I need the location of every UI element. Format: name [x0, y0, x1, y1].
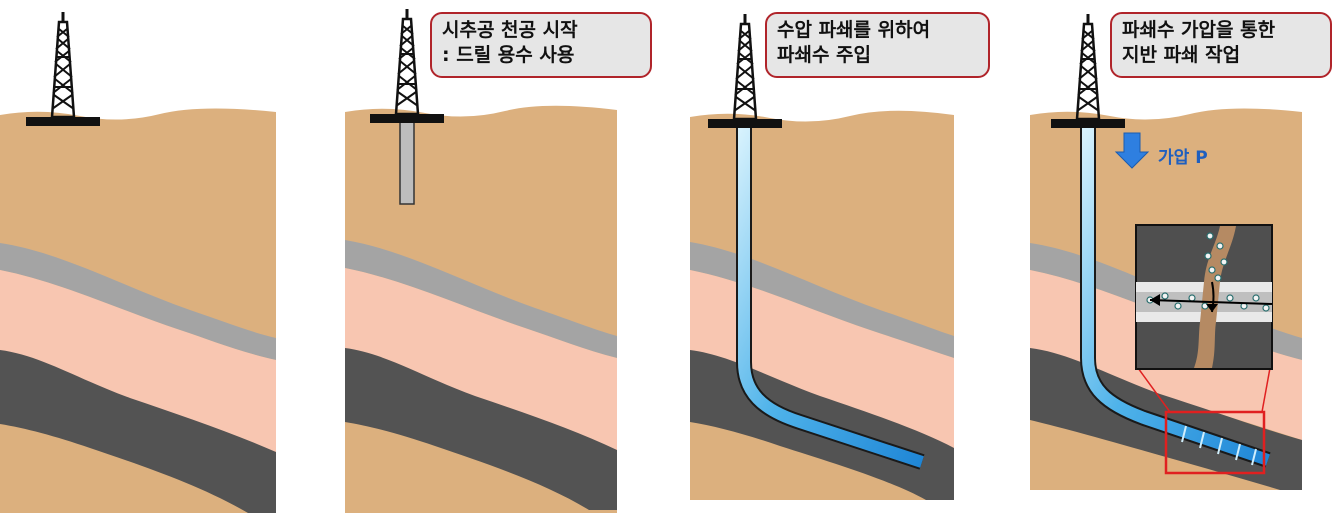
panel-2-callout-line-1: 시추공 천공 시작 [442, 19, 578, 41]
panel-3-callout-line-1: 수압 파쇄를 위하여 [777, 19, 931, 41]
panel-2-ground-section [345, 7, 617, 513]
panel-3-ground-section [690, 12, 954, 500]
down-arrow-icon [1114, 132, 1150, 169]
drilling-rig-icon [24, 10, 102, 128]
zoom-region-box [1164, 410, 1266, 475]
drill-pipe [399, 117, 415, 205]
panel-4-callout-line-1: 파쇄수 가압을 통한 [1122, 19, 1276, 41]
fracture-marks [1181, 425, 1257, 466]
pressure-label: 가압 P [1158, 148, 1208, 168]
panel-4-ground-section [1030, 12, 1302, 490]
panel-3-callout: 수압 파쇄를 위하여 파쇄수 주입 [765, 12, 990, 78]
panel-1-ground-section [0, 10, 276, 513]
panel-2-callout-line-2: : 드릴 용수 사용 [442, 44, 575, 66]
fracture-inset [1135, 224, 1273, 370]
panel-3-callout-line-2: 파쇄수 주입 [777, 44, 872, 66]
panel-4-callout-line-2: 지반 파쇄 작업 [1122, 44, 1241, 66]
panel-2-callout: 시추공 천공 시작 : 드릴 용수 사용 [430, 12, 652, 78]
panel-4-callout: 파쇄수 가압을 통한 지반 파쇄 작업 [1110, 12, 1332, 78]
